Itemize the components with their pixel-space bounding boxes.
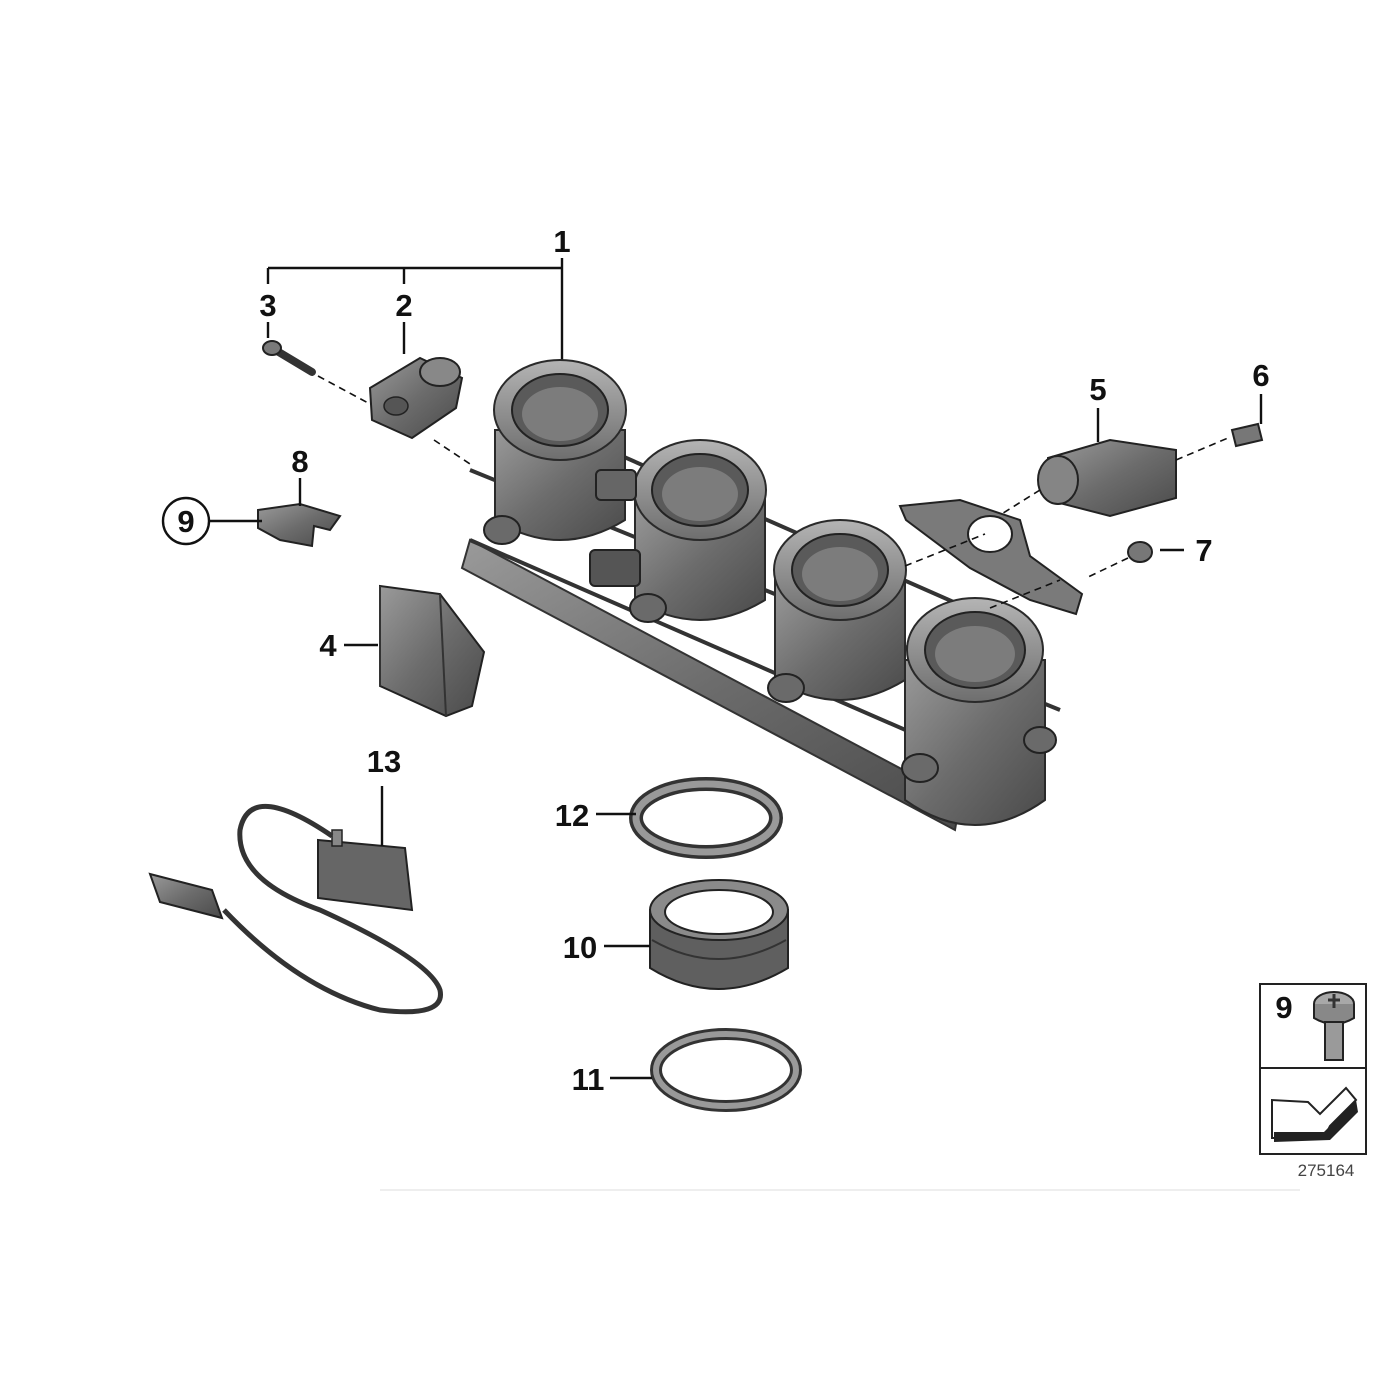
part-13-sensor-cable — [148, 786, 443, 1015]
callout-3: 3 — [259, 288, 276, 323]
callout-6: 6 — [1252, 358, 1269, 393]
callout-9: 9 — [177, 504, 194, 539]
legend-box: 9 — [1259, 983, 1367, 1155]
part-9-callout-circle — [161, 496, 211, 546]
part-5-actuator — [999, 408, 1229, 518]
callout-2: 2 — [395, 288, 412, 323]
callout-12: 12 — [555, 798, 589, 833]
part-4-cover — [344, 584, 486, 718]
callout-7: 7 — [1195, 533, 1212, 568]
throttle-bore-3 — [773, 519, 907, 701]
callout-4: 4 — [319, 628, 337, 663]
part-6-screw — [1230, 394, 1264, 448]
callout-13: 13 — [367, 744, 401, 779]
callout-11: 11 — [572, 1062, 605, 1097]
callout-8: 8 — [291, 444, 308, 479]
part-2-sensor — [368, 356, 471, 465]
gasket-plate — [898, 498, 1084, 616]
throttle-body-assembly — [460, 359, 1061, 832]
throttle-bore-4 — [904, 597, 1046, 826]
callout-5: 5 — [1089, 372, 1106, 407]
callout-10: 10 — [563, 930, 597, 965]
part-11-clamp — [610, 1028, 802, 1112]
legend-item-number: 9 — [1275, 990, 1292, 1025]
callout-1: 1 — [553, 224, 570, 259]
throttle-bore-2 — [633, 439, 767, 621]
throttle-bore-1 — [493, 359, 627, 541]
part-3-screw — [262, 340, 371, 405]
part-12-clamp — [596, 777, 783, 859]
arrow-icon — [1271, 1086, 1358, 1142]
screw-icon — [1313, 991, 1355, 1061]
part-10-sleeve — [604, 879, 789, 990]
leader-bracket-1 — [266, 258, 564, 362]
part-8-bracket — [210, 478, 342, 548]
catalog-number: 275164 — [1298, 1161, 1355, 1180]
part-7-screw — [1085, 541, 1184, 579]
